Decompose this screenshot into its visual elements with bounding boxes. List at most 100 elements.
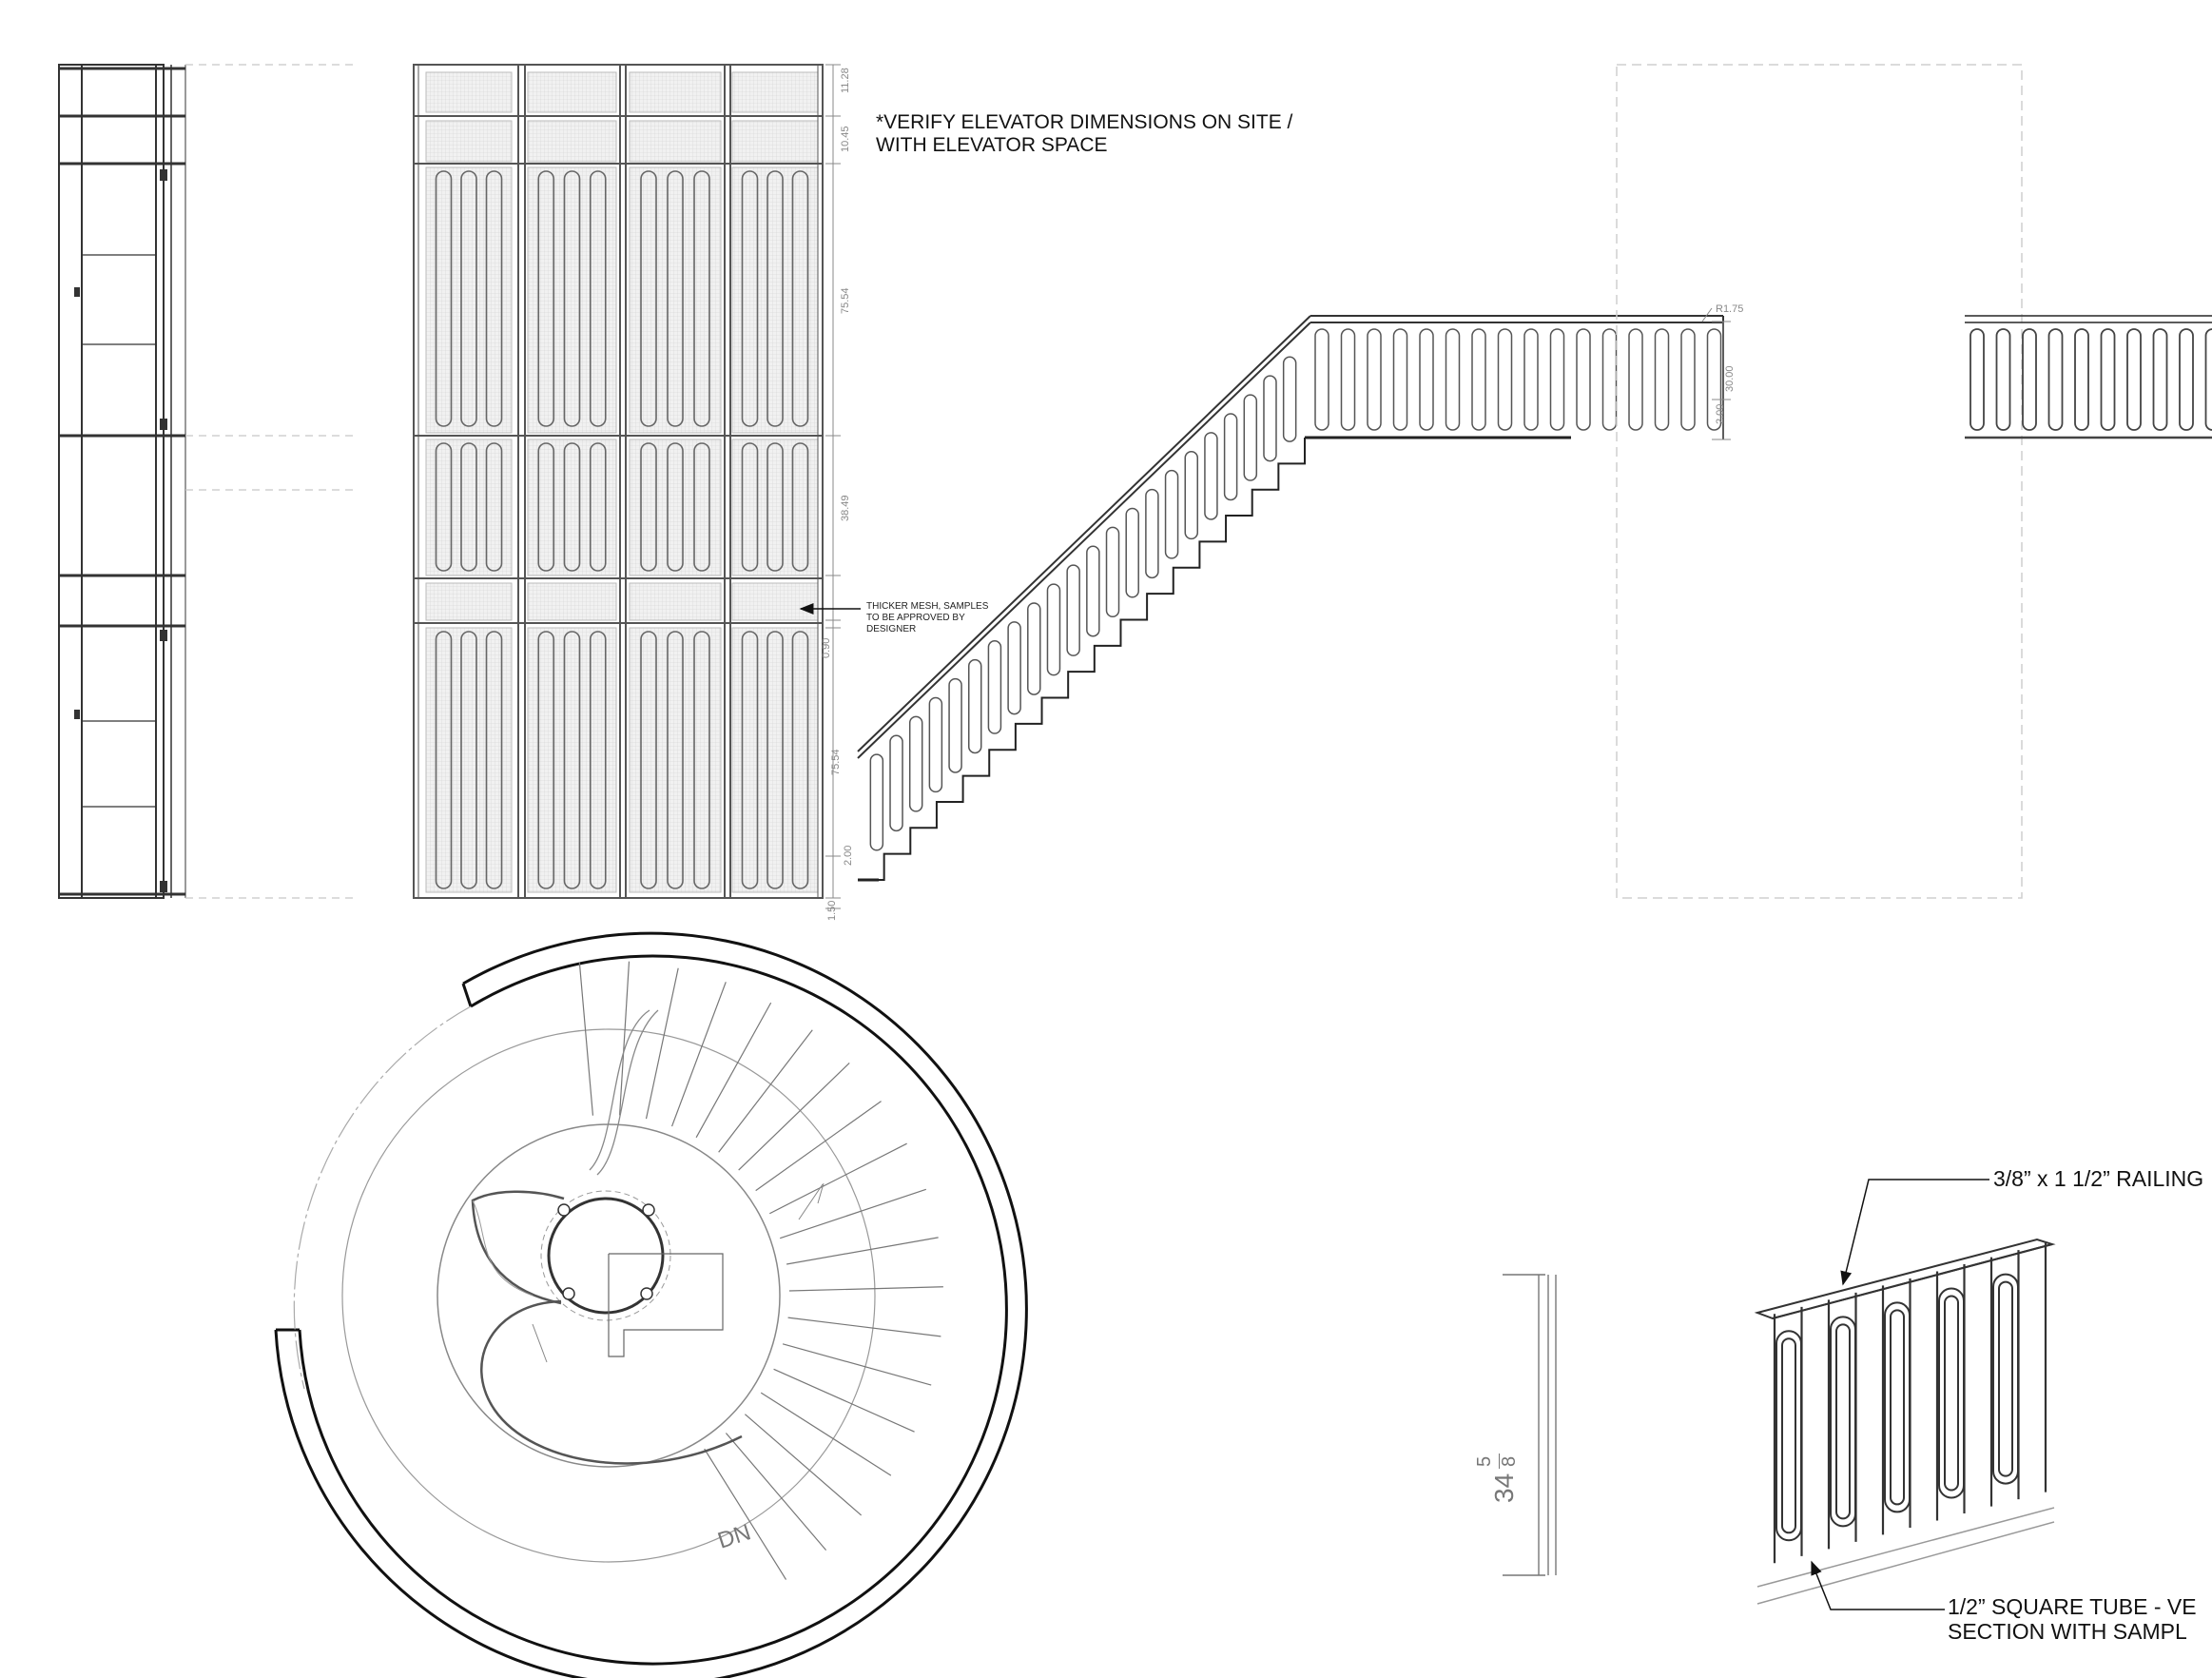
panel-loop xyxy=(563,170,581,427)
right-rail-picket xyxy=(2204,328,2212,431)
dim-2-00-panel: 2.00 xyxy=(843,846,854,866)
mesh-cell xyxy=(629,582,722,621)
panel-loop xyxy=(667,442,684,572)
tube-note-line-2: SECTION WITH SAMPL xyxy=(1948,1619,2187,1644)
mesh-cell xyxy=(629,71,722,113)
stair-tread xyxy=(578,962,594,1116)
panel-loop xyxy=(766,631,784,889)
stair-tread xyxy=(704,1448,787,1580)
panel-loop xyxy=(589,442,607,572)
mesh-note-line-3: DESIGNER xyxy=(866,624,917,634)
iso-loop-inner xyxy=(1781,1337,1796,1534)
stair-tread xyxy=(786,1237,939,1265)
landing-picket xyxy=(1576,328,1591,431)
stair-picket xyxy=(948,677,962,773)
panel-loop xyxy=(766,442,784,572)
reference-dashed-lines xyxy=(185,64,357,899)
stair-picket xyxy=(1282,356,1297,442)
verify-elevator-note: *VERIFY ELEVATOR DIMENSIONS ON SITE / WI… xyxy=(876,111,1292,157)
dim-1-50: 1.50 xyxy=(826,901,838,921)
panel-loop xyxy=(640,442,657,572)
stair-picket xyxy=(1066,564,1080,656)
post-height-denominator: 8 xyxy=(1499,1455,1520,1467)
stair-picket xyxy=(869,753,884,851)
landing-picket xyxy=(1628,328,1643,431)
stair-tread xyxy=(760,1392,892,1476)
mesh-cell xyxy=(527,582,617,621)
railing-size-note: 3/8” x 1 1/2” RAILING xyxy=(1993,1167,2203,1190)
panel-loop xyxy=(563,442,581,572)
landing-picket xyxy=(1419,328,1434,431)
handrail-slope-lower xyxy=(857,322,1311,759)
square-tube-note: 1/2” SQUARE TUBE - VE SECTION WITH SAMPL xyxy=(1948,1594,2197,1644)
panel-dimension-labels: 11.28 10.45 75.54 38.49 0.90 75.54 2.00 … xyxy=(821,68,854,921)
landing-picket xyxy=(1654,328,1670,431)
panel-loop xyxy=(435,631,453,889)
stair-tread xyxy=(670,982,727,1127)
stair-tread xyxy=(619,961,631,1116)
panel-loop xyxy=(485,170,503,427)
panel-loop xyxy=(791,442,809,572)
panel-loop xyxy=(537,170,555,427)
verify-note-line-2: WITH ELEVATOR SPACE xyxy=(876,134,1108,156)
panel-loop xyxy=(460,442,477,572)
mesh-cell xyxy=(731,439,819,576)
stair-tread xyxy=(779,1188,927,1239)
stair-picket xyxy=(987,640,1002,734)
mesh-cell xyxy=(731,166,819,434)
stair-picket xyxy=(1086,545,1100,637)
mesh-cell xyxy=(731,627,819,893)
panel-loop xyxy=(460,170,477,427)
mesh-cell xyxy=(731,71,819,113)
post-height-numerator: 5 xyxy=(1474,1455,1495,1467)
stair-tread xyxy=(718,1029,813,1153)
iso-handrail xyxy=(1754,1238,2056,1320)
panel-loop xyxy=(537,442,555,572)
post-height-whole: 34 xyxy=(1489,1473,1519,1503)
panel-loop xyxy=(667,170,684,427)
isometric-railing-detail xyxy=(1754,1238,2056,1605)
elevator-outline xyxy=(1616,64,2023,899)
mesh-cell xyxy=(425,120,513,163)
iso-loop-outer xyxy=(1938,1287,1965,1499)
iso-loop-outer xyxy=(1992,1273,2019,1485)
mesh-cell xyxy=(731,120,819,163)
mesh-cell xyxy=(629,627,722,893)
panel-loop xyxy=(693,631,710,889)
panel-loop xyxy=(640,631,657,889)
iso-loop-inner xyxy=(1835,1323,1851,1520)
dim-11-28: 11.28 xyxy=(840,68,851,93)
railing-size-label: 3/8” x 1 1/2” RAILING xyxy=(1993,1166,2204,1191)
stair-picket xyxy=(928,696,943,793)
dim-75-54-upper: 75.54 xyxy=(840,287,851,314)
landing-picket xyxy=(1680,328,1696,431)
right-rail-picket xyxy=(2022,328,2037,431)
panel-loop xyxy=(589,170,607,427)
landing-picket xyxy=(1367,328,1382,431)
mesh-cell xyxy=(425,71,513,113)
mesh-cell xyxy=(527,71,617,113)
stair-tread xyxy=(773,1368,915,1433)
mesh-cell xyxy=(425,439,513,576)
stair-tread xyxy=(695,1002,772,1139)
stair-picket xyxy=(1243,394,1258,481)
right-rail-picket xyxy=(2152,328,2168,431)
right-rail-picket xyxy=(2126,328,2142,431)
iso-loop-outer xyxy=(1884,1301,1911,1513)
mesh-panel-elevation xyxy=(413,64,824,899)
right-rail-picket xyxy=(2179,328,2194,431)
stair-tread xyxy=(738,1063,850,1171)
spiral-stair-plan xyxy=(274,931,1028,1678)
mesh-note-line-2: TO BE APPROVED BY xyxy=(866,613,965,623)
mesh-note-line-1: THICKER MESH, SAMPLES xyxy=(866,601,989,612)
panel-loop xyxy=(485,631,503,889)
landing-picket xyxy=(1549,328,1565,431)
landing-picket xyxy=(1340,328,1356,431)
post-height-dimension xyxy=(1503,1274,1557,1576)
stair-picket xyxy=(1007,621,1021,715)
stair-tread xyxy=(725,1433,827,1551)
landing-picket xyxy=(1601,328,1618,431)
stair-tread xyxy=(782,1343,932,1386)
panel-loop xyxy=(537,631,555,889)
